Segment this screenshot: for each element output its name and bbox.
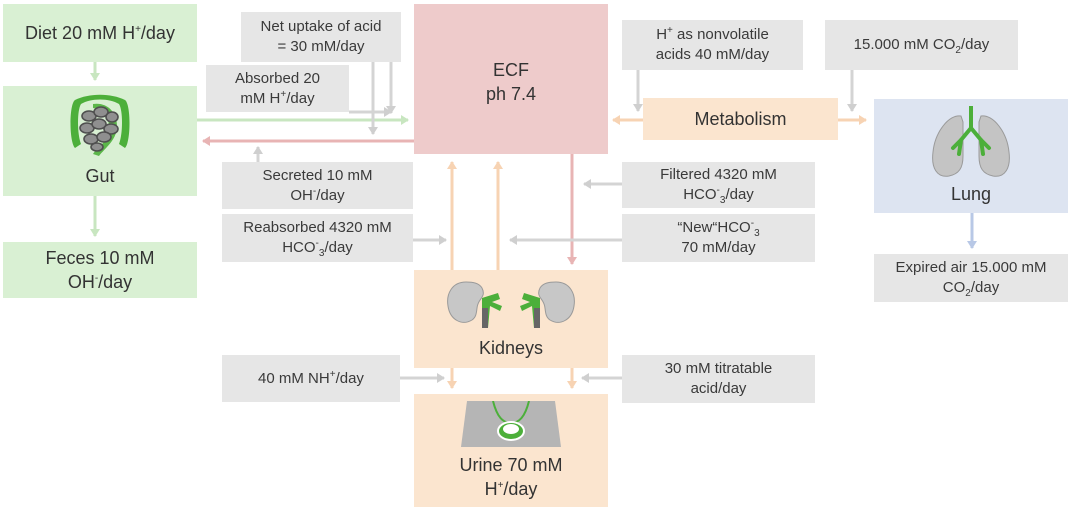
filtered-line2: HCO-3/day: [683, 185, 754, 206]
secreted-box: Secreted 10 mM OH-/day: [222, 162, 413, 209]
co2-label: 15.000 mM CO2/day: [853, 36, 990, 56]
net-uptake-line2: = 30 mM/day: [277, 38, 365, 55]
bladder-illustration: [461, 400, 561, 447]
gut-illustration: [70, 94, 130, 156]
filtered-line1: Filtered 4320 mM: [660, 166, 777, 183]
urine-line1: Urine 70 mM: [459, 454, 563, 475]
ecf-ph: ph 7.4: [485, 84, 537, 104]
titratable-line2: acid/day: [690, 380, 747, 397]
ecf-box: ECF ph 7.4: [414, 4, 608, 154]
gut-label: Gut: [85, 166, 115, 186]
expired-line1: Expired air 15.000 mM: [895, 259, 1047, 276]
new-hco3-box: “New“HCO-3 70 mM/day: [622, 214, 815, 262]
metabolism-box: Metabolism: [643, 98, 838, 140]
secreted-line1: Secreted 10 mM: [262, 166, 373, 184]
titratable-line1: 30 mM titratable: [664, 360, 773, 377]
h-nonvolatile-line2: acids 40 mM/day: [655, 46, 770, 63]
feces-line2: OH-/day: [67, 272, 133, 292]
absorbed-line2: mM H+/day: [240, 88, 315, 107]
metabolism-label: Metabolism: [694, 109, 787, 129]
lung-illustration: [932, 106, 1010, 177]
expired-air-box: Expired air 15.000 mM CO2/day: [874, 254, 1068, 302]
diet-label: Diet 20 mM H+/day: [25, 23, 175, 43]
lung-box: Lung: [874, 99, 1068, 213]
nh4-box: 40 mM NH+/day: [222, 355, 400, 402]
secreted-line2: OH-/day: [290, 185, 345, 204]
kidneys-illustration: [447, 281, 575, 328]
expired-line2: CO2/day: [942, 279, 1000, 299]
feces-line1: Feces 10 mM: [45, 248, 155, 268]
feces-box: Feces 10 mM OH-/day: [3, 242, 197, 298]
lung-label: Lung: [950, 184, 992, 204]
urine-box: Urine 70 mM H+/day: [414, 394, 608, 507]
net-uptake-line1: Net uptake of acid: [260, 18, 382, 35]
co2-box: 15.000 mM CO2/day: [825, 20, 1018, 70]
reabsorbed-line1: Reabsorbed 4320 mM: [243, 219, 392, 236]
titratable-box: 30 mM titratable acid/day: [622, 355, 815, 403]
h-nonvolatile-box: H+ as nonvolatile acids 40 mM/day: [622, 20, 803, 70]
new-hco3-line2: 70 mM/day: [681, 239, 756, 256]
diet-box: Diet 20 mM H+/day: [3, 4, 197, 62]
nh4-label: 40 mM NH+/day: [258, 368, 364, 387]
kidneys-label: Kidneys: [478, 338, 544, 358]
filtered-box: Filtered 4320 mM HCO-3/day: [622, 162, 815, 208]
net-uptake-box: Net uptake of acid = 30 mM/day: [241, 12, 401, 62]
absorbed-box: Absorbed 20 mM H+/day: [206, 65, 349, 112]
h-nonvolatile-line1: H+ as nonvolatile: [656, 25, 769, 44]
urine-line2: H+/day: [484, 478, 538, 499]
kidneys-box: Kidneys: [414, 270, 608, 368]
gut-box: Gut: [3, 86, 197, 196]
reabsorbed-line2: HCO-3/day: [282, 238, 353, 259]
new-hco3-line1: “New“HCO-3: [677, 218, 760, 239]
ecf-label: ECF: [493, 60, 529, 80]
reabsorbed-box: Reabsorbed 4320 mM HCO-3/day: [222, 214, 413, 262]
absorbed-line1: Absorbed 20: [234, 69, 321, 87]
